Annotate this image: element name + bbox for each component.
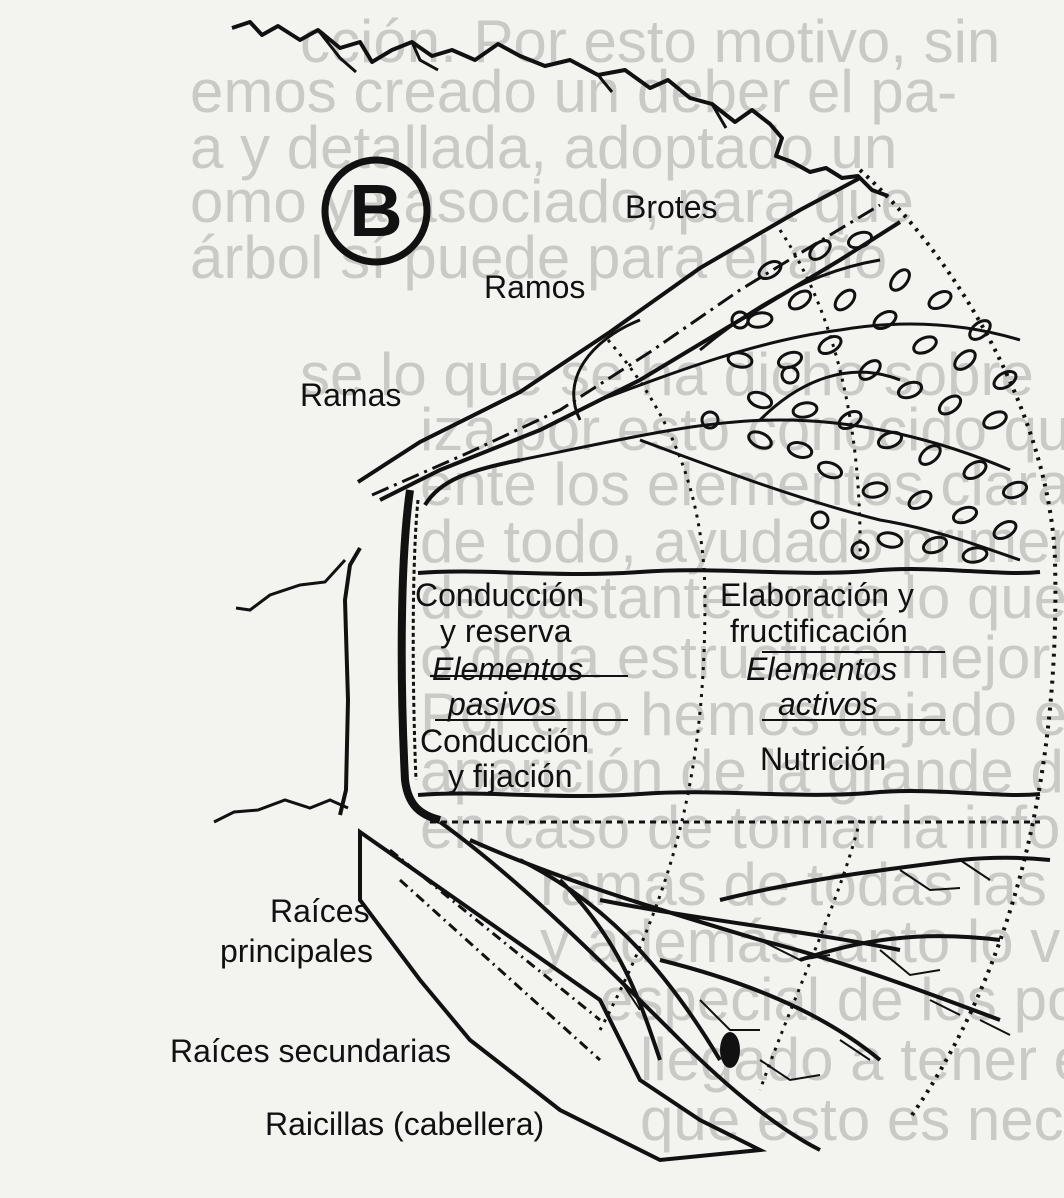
zone-conduccion-fijacion-2: y fijación [448, 758, 573, 794]
torn-left-edge [340, 548, 360, 815]
zone-elaboracion-1: Elaboración y [720, 577, 914, 613]
root-node [720, 1032, 740, 1068]
label-ramos: Ramos [484, 269, 585, 305]
zone-conduccion-reserva-1: Conducción [415, 577, 584, 613]
zone-elementos-pasivos-2: pasivos [447, 686, 557, 722]
leaf [887, 266, 913, 293]
label-principales: principales [220, 933, 373, 969]
bleed-line: que esto es necesario hacer [640, 1086, 1064, 1153]
label-ramas: Ramas [300, 377, 401, 413]
badge-letter: B [349, 169, 402, 252]
zone-elaboracion-2: fructificación [730, 613, 908, 649]
label-raicillas: Raicillas (cabellera) [265, 1106, 544, 1142]
zone-elementos-activos-2: activos [778, 686, 878, 722]
leaf [871, 308, 899, 332]
zone-conduccion-fijacion-1: Conducción [420, 723, 589, 759]
zone-elementos-pasivos-1: Elementos [432, 651, 583, 687]
zone-elementos-activos-1: Elementos [746, 651, 897, 687]
trunk-texture [413, 500, 418, 780]
leaf [926, 288, 954, 312]
bleed-line: y además tanto lo visible [540, 908, 1064, 975]
label-raices: Raíces [270, 893, 370, 929]
zone-conduccion-reserva-2: y reserva [440, 613, 572, 649]
bleed-line: especial de los podado un [600, 966, 1064, 1033]
zone-nutricion: Nutrición [760, 741, 886, 777]
label-brotes: Brotes [625, 189, 717, 225]
label-raices-secundarias: Raíces secundarias [170, 1033, 451, 1069]
bleed-through-text: cción. Por esto motivo, sin emos creado … [190, 8, 1064, 1153]
torn-left-detail [214, 560, 348, 822]
